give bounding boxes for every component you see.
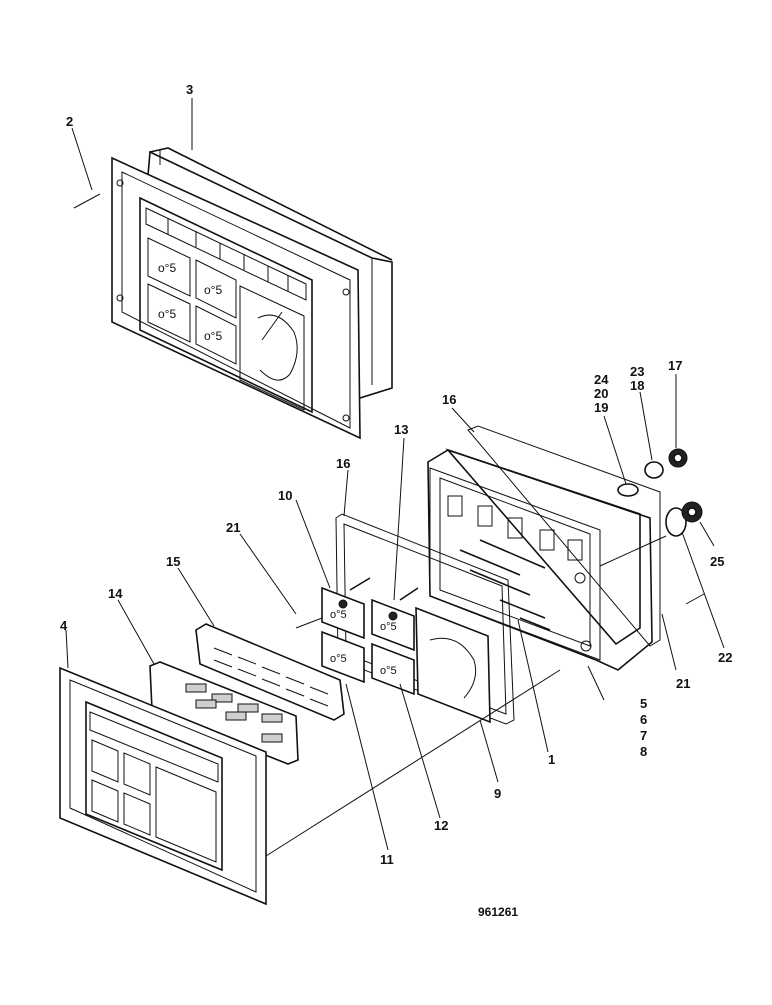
callout-24: 24 xyxy=(594,372,609,387)
svg-text:o°5: o°5 xyxy=(158,307,176,321)
callout-15: 15 xyxy=(166,554,180,569)
callout-21-right: 21 xyxy=(676,676,690,691)
svg-text:o°5: o°5 xyxy=(204,283,222,297)
front-bezel xyxy=(59,666,267,906)
svg-text:o°5: o°5 xyxy=(380,621,397,633)
svg-text:o°5: o°5 xyxy=(204,329,222,343)
callout-10: 10 xyxy=(278,488,292,503)
callout-1: 1 xyxy=(548,752,555,767)
callout-20: 20 xyxy=(594,386,608,401)
svg-text:o°5: o°5 xyxy=(330,653,347,665)
callout-6: 6 xyxy=(640,712,647,727)
callout-labels: 1 2 3 4 5 6 7 8 9 10 11 12 13 14 15 16 1… xyxy=(60,82,732,867)
callout-14: 14 xyxy=(108,586,123,601)
callout-22: 22 xyxy=(718,650,732,665)
callout-13: 13 xyxy=(394,422,408,437)
callout-4: 4 xyxy=(60,618,68,633)
callout-8: 8 xyxy=(640,744,647,759)
gauge-cluster: o°5 o°5 o°5 o°5 xyxy=(321,577,491,724)
leader-lines xyxy=(65,98,725,857)
callout-21-left: 21 xyxy=(226,520,240,535)
drawing-number: 961261 xyxy=(478,905,518,919)
callout-19: 19 xyxy=(594,400,608,415)
callout-18: 18 xyxy=(630,378,644,393)
callout-7: 7 xyxy=(640,728,647,743)
rear-housing xyxy=(427,425,661,671)
callout-16-front: 16 xyxy=(336,456,350,471)
callout-25: 25 xyxy=(710,554,724,569)
callout-23: 23 xyxy=(630,364,644,379)
callout-11: 11 xyxy=(380,852,394,867)
callout-17: 17 xyxy=(668,358,682,373)
callout-3: 3 xyxy=(186,82,193,97)
svg-text:o°5: o°5 xyxy=(380,665,397,677)
callout-12: 12 xyxy=(434,818,448,833)
callout-2: 2 xyxy=(66,114,73,129)
callout-9: 9 xyxy=(494,786,501,801)
callout-16-rear: 16 xyxy=(442,392,456,407)
svg-text:o°5: o°5 xyxy=(330,609,347,621)
assembled-instrument-panel: o°5 o°5 o°5 o°5 xyxy=(111,147,393,440)
svg-text:o°5: o°5 xyxy=(158,261,176,275)
lamp-strip xyxy=(195,623,345,721)
bulb-holder-parts xyxy=(617,448,703,537)
callout-5: 5 xyxy=(640,696,647,711)
